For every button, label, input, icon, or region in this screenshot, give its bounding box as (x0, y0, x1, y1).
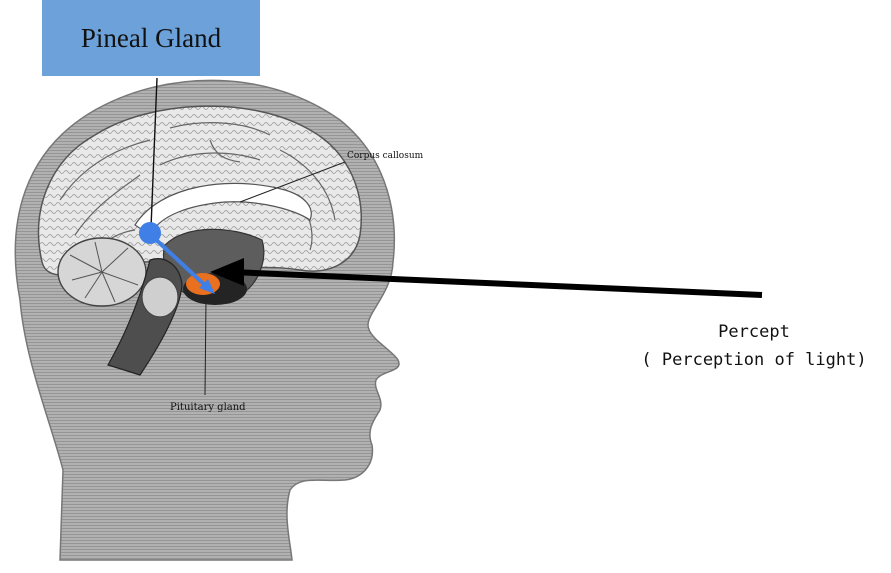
cerebellum (58, 238, 146, 306)
percept-line-1: Percept (620, 318, 888, 346)
percept-line-2: ( Perception of light) (620, 346, 888, 374)
pituitary-gland-label: Pituitary gland (170, 402, 246, 413)
percept-label: Percept ( Perception of light) (620, 318, 888, 374)
pineal-dot (139, 222, 161, 244)
pons (142, 277, 178, 317)
title-box: Pineal Gland (42, 0, 260, 76)
title-text: Pineal Gland (81, 23, 221, 54)
corpus-callosum-label: Corpus callosum (347, 151, 424, 161)
